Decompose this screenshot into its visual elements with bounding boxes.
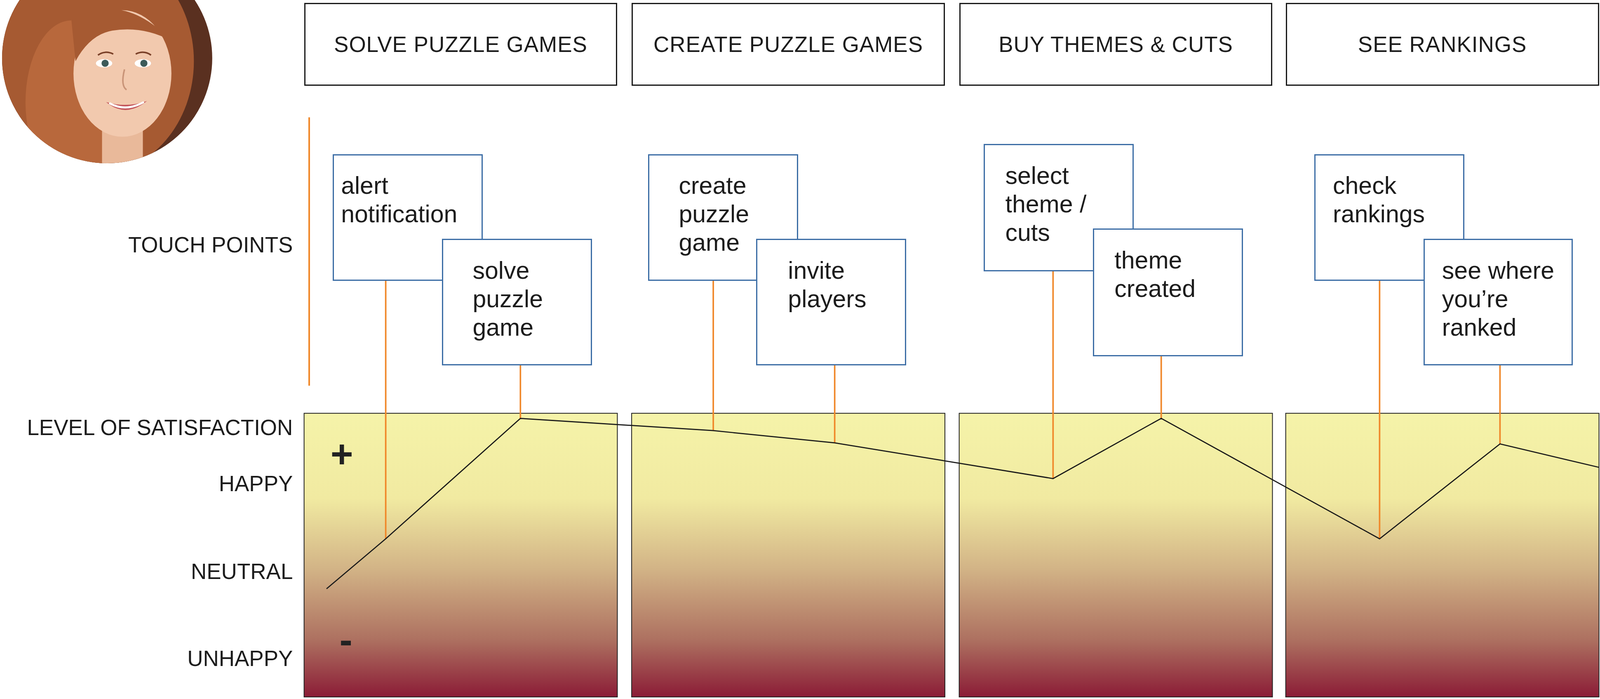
- teeth: [109, 101, 144, 108]
- scale-sign: -: [339, 620, 353, 660]
- satisfaction-panel: [304, 413, 618, 697]
- touch-point-text: alert notification: [340, 171, 473, 229]
- touch-point-box: solve puzzle game: [441, 238, 593, 366]
- stage-header: BUY THEMES & CUTS: [959, 2, 1273, 86]
- smile: [105, 101, 147, 111]
- eye-white: [96, 59, 113, 68]
- row-label: LEVEL OF SATISFACTION: [26, 414, 293, 441]
- eye-white: [134, 59, 152, 68]
- stage-title: SEE RANKINGS: [1358, 31, 1528, 57]
- satisfaction-curve: [326, 418, 1599, 589]
- satisfaction-panel: [631, 413, 945, 697]
- touch-point-box: theme created: [1092, 228, 1243, 356]
- stage-header: CREATE PUZZLE GAMES: [631, 2, 945, 86]
- eye: [140, 59, 148, 67]
- row-label: UNHAPPY: [187, 645, 293, 672]
- touch-point-box: see where you’re ranked: [1423, 238, 1573, 366]
- stage-header: SOLVE PUZZLE GAMES: [304, 2, 618, 86]
- fringe: [71, 9, 172, 62]
- stage-title: CREATE PUZZLE GAMES: [653, 31, 924, 57]
- row-label: HAPPY: [218, 470, 294, 497]
- brow: [98, 52, 114, 56]
- touch-point-text: solve puzzle game: [472, 256, 576, 342]
- section-bar: [308, 117, 311, 386]
- row-label: TOUCH POINTS: [128, 231, 294, 259]
- stage-title: BUY THEMES & CUTS: [998, 31, 1234, 57]
- touch-point-text: see where you’re ranked: [1442, 256, 1566, 342]
- satisfaction-panel: [959, 413, 1273, 697]
- stage-header: SEE RANKINGS: [1285, 2, 1600, 86]
- touch-point-box: invite players: [756, 238, 907, 366]
- stage-title: SOLVE PUZZLE GAMES: [333, 31, 588, 57]
- eye: [101, 59, 109, 67]
- touch-point-text: theme created: [1114, 246, 1222, 304]
- touch-point-text: invite players: [787, 256, 891, 314]
- persona-photo: [0, 0, 215, 184]
- row-label: NEUTRAL: [190, 558, 293, 585]
- brow: [135, 52, 151, 56]
- scale-sign: +: [330, 434, 354, 474]
- touch-point-text: check rankings: [1332, 171, 1453, 229]
- nose: [122, 69, 127, 90]
